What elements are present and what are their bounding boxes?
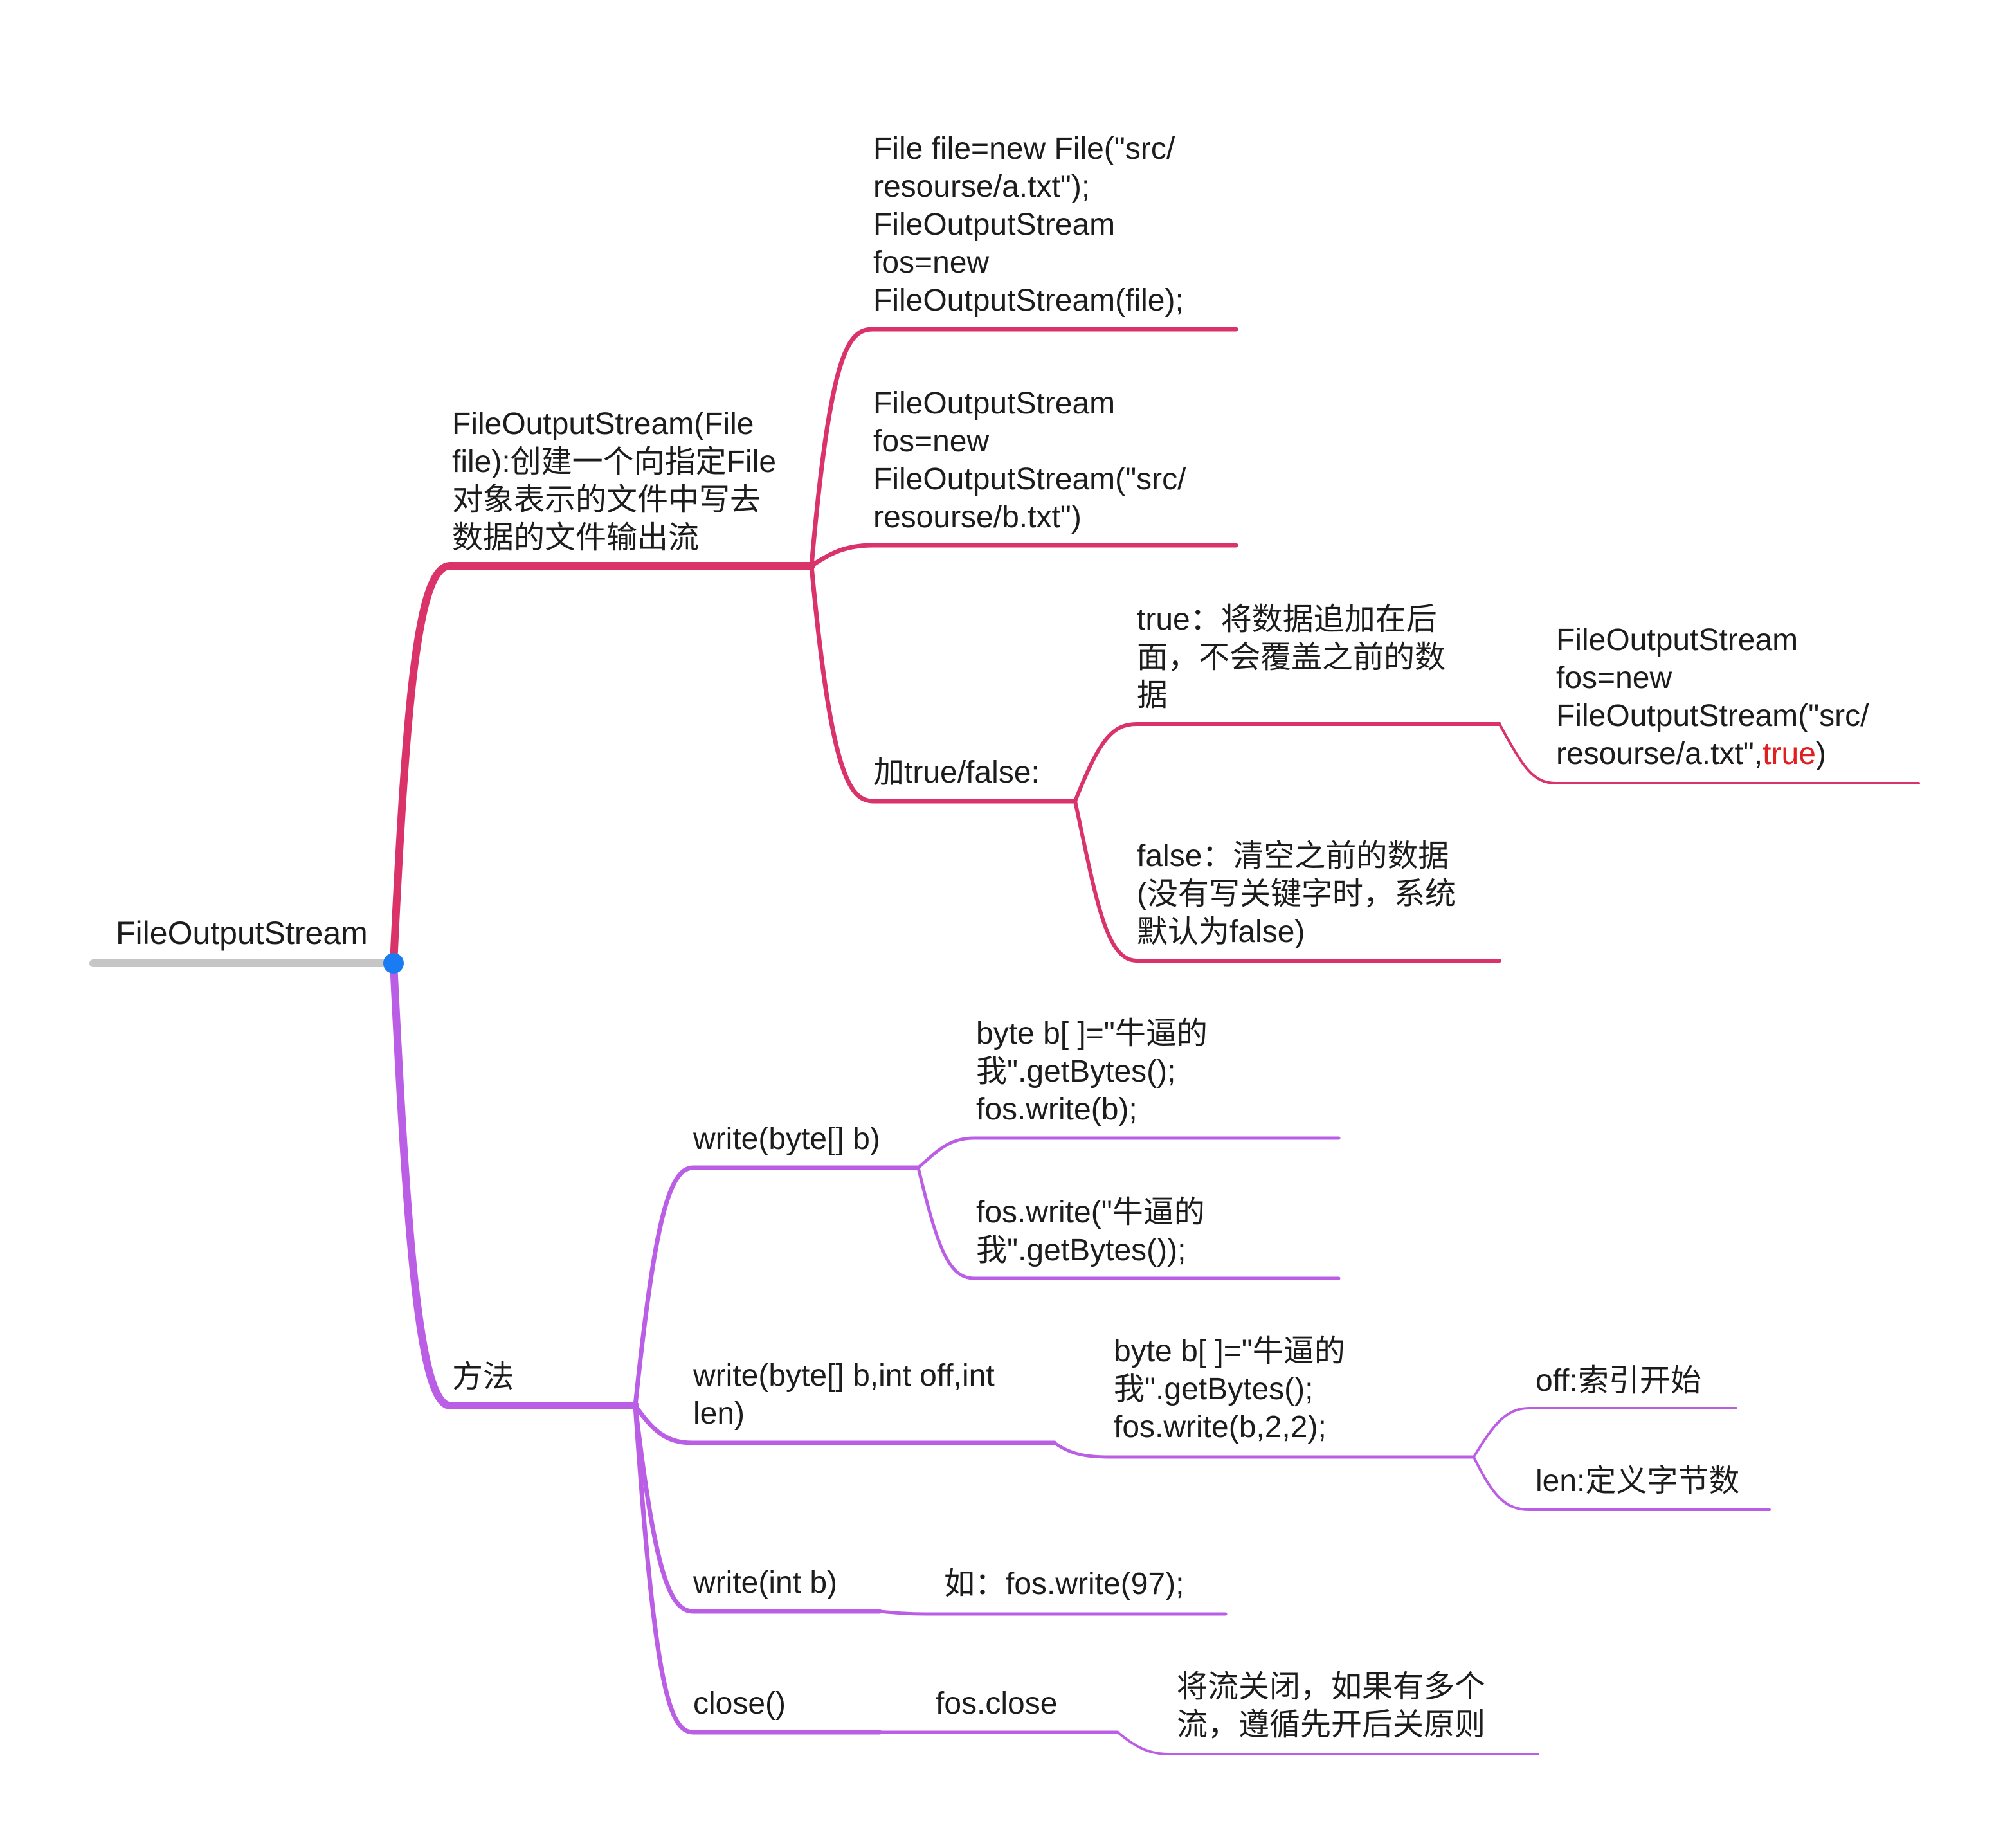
root-topic-label[interactable]: FileOutputStream <box>116 915 368 951</box>
link-append-true <box>1073 722 1501 803</box>
example-path-constructor[interactable]: FileOutputStream fos=new FileOutputStrea… <box>873 386 1186 534</box>
link-write-range-len <box>1473 1456 1771 1511</box>
append-true-code-highlight: true <box>1763 737 1816 771</box>
link-write-int-example <box>878 1609 1228 1616</box>
write-range-off-note[interactable]: off:索引开始 <box>1536 1364 1701 1398</box>
link-write-range-off <box>1473 1407 1737 1458</box>
append-true-code[interactable]: FileOutputStream fos=new FileOutputStrea… <box>1556 621 1869 773</box>
methods-topic-label[interactable]: 方法 <box>452 1360 514 1394</box>
link-write-range-example <box>1053 1441 1476 1459</box>
link-methods-write-int <box>633 1403 882 1614</box>
link-write-bytes-example1 <box>916 1136 1341 1170</box>
write-bytes-example-1[interactable]: byte b[ ]="牛逼的 我".getBytes(); fos.write(… <box>976 1017 1208 1127</box>
write-bytes-example-2[interactable]: fos.write("牛逼的 我".getBytes()); <box>976 1195 1205 1267</box>
close-call[interactable]: fos.close <box>936 1687 1058 1721</box>
close-note[interactable]: 将流关闭，如果有多个 流，遵循先开后关原则 <box>1177 1670 1486 1742</box>
link-constructor-example-file <box>809 327 1238 568</box>
write-bytes-label[interactable]: write(byte[] b) <box>693 1122 880 1156</box>
append-flag-label[interactable]: 加true/false: <box>873 756 1040 790</box>
write-int-label[interactable]: write(int b) <box>693 1566 838 1600</box>
link-close-note <box>1116 1731 1539 1755</box>
link-methods-write-range <box>633 1403 1057 1445</box>
link-write-bytes-example2 <box>916 1166 1341 1280</box>
write-range-example[interactable]: byte b[ ]="牛逼的 我".getBytes(); fos.write(… <box>1114 1334 1345 1444</box>
write-int-example[interactable]: 如：fos.write(97); <box>944 1567 1184 1601</box>
link-constructor-example-path <box>809 543 1238 568</box>
link-methods-write-bytes <box>633 1165 921 1408</box>
link-append-false <box>1073 799 1501 963</box>
link-true-code <box>1498 723 1920 784</box>
link-methods-close <box>633 1403 882 1735</box>
link-constructor-append <box>809 563 1078 804</box>
constructor-topic-label[interactable]: FileOutputStream(File file):创建一个向指定File … <box>452 407 777 555</box>
root-node-dot[interactable] <box>383 953 404 974</box>
write-range-label[interactable]: write(byte[] b,int off,int len) <box>693 1359 995 1431</box>
link-root-constructor <box>390 562 815 967</box>
example-file-constructor[interactable]: File file=new File("src/ resourse/a.txt"… <box>873 132 1184 318</box>
append-true-description[interactable]: true：将数据追加在后 面，不会覆盖之前的数 据 <box>1137 602 1446 712</box>
write-range-len-note[interactable]: len:定义字节数 <box>1536 1464 1740 1498</box>
close-label[interactable]: close() <box>693 1687 786 1721</box>
append-true-code-end: ) <box>1815 737 1826 771</box>
append-false-description[interactable]: false：清空之前的数据 (没有写关键字时，系统 默认为false) <box>1137 839 1456 949</box>
append-true-code-text: FileOutputStream fos=new FileOutputStrea… <box>1556 623 1869 771</box>
link-root-methods <box>390 959 639 1409</box>
